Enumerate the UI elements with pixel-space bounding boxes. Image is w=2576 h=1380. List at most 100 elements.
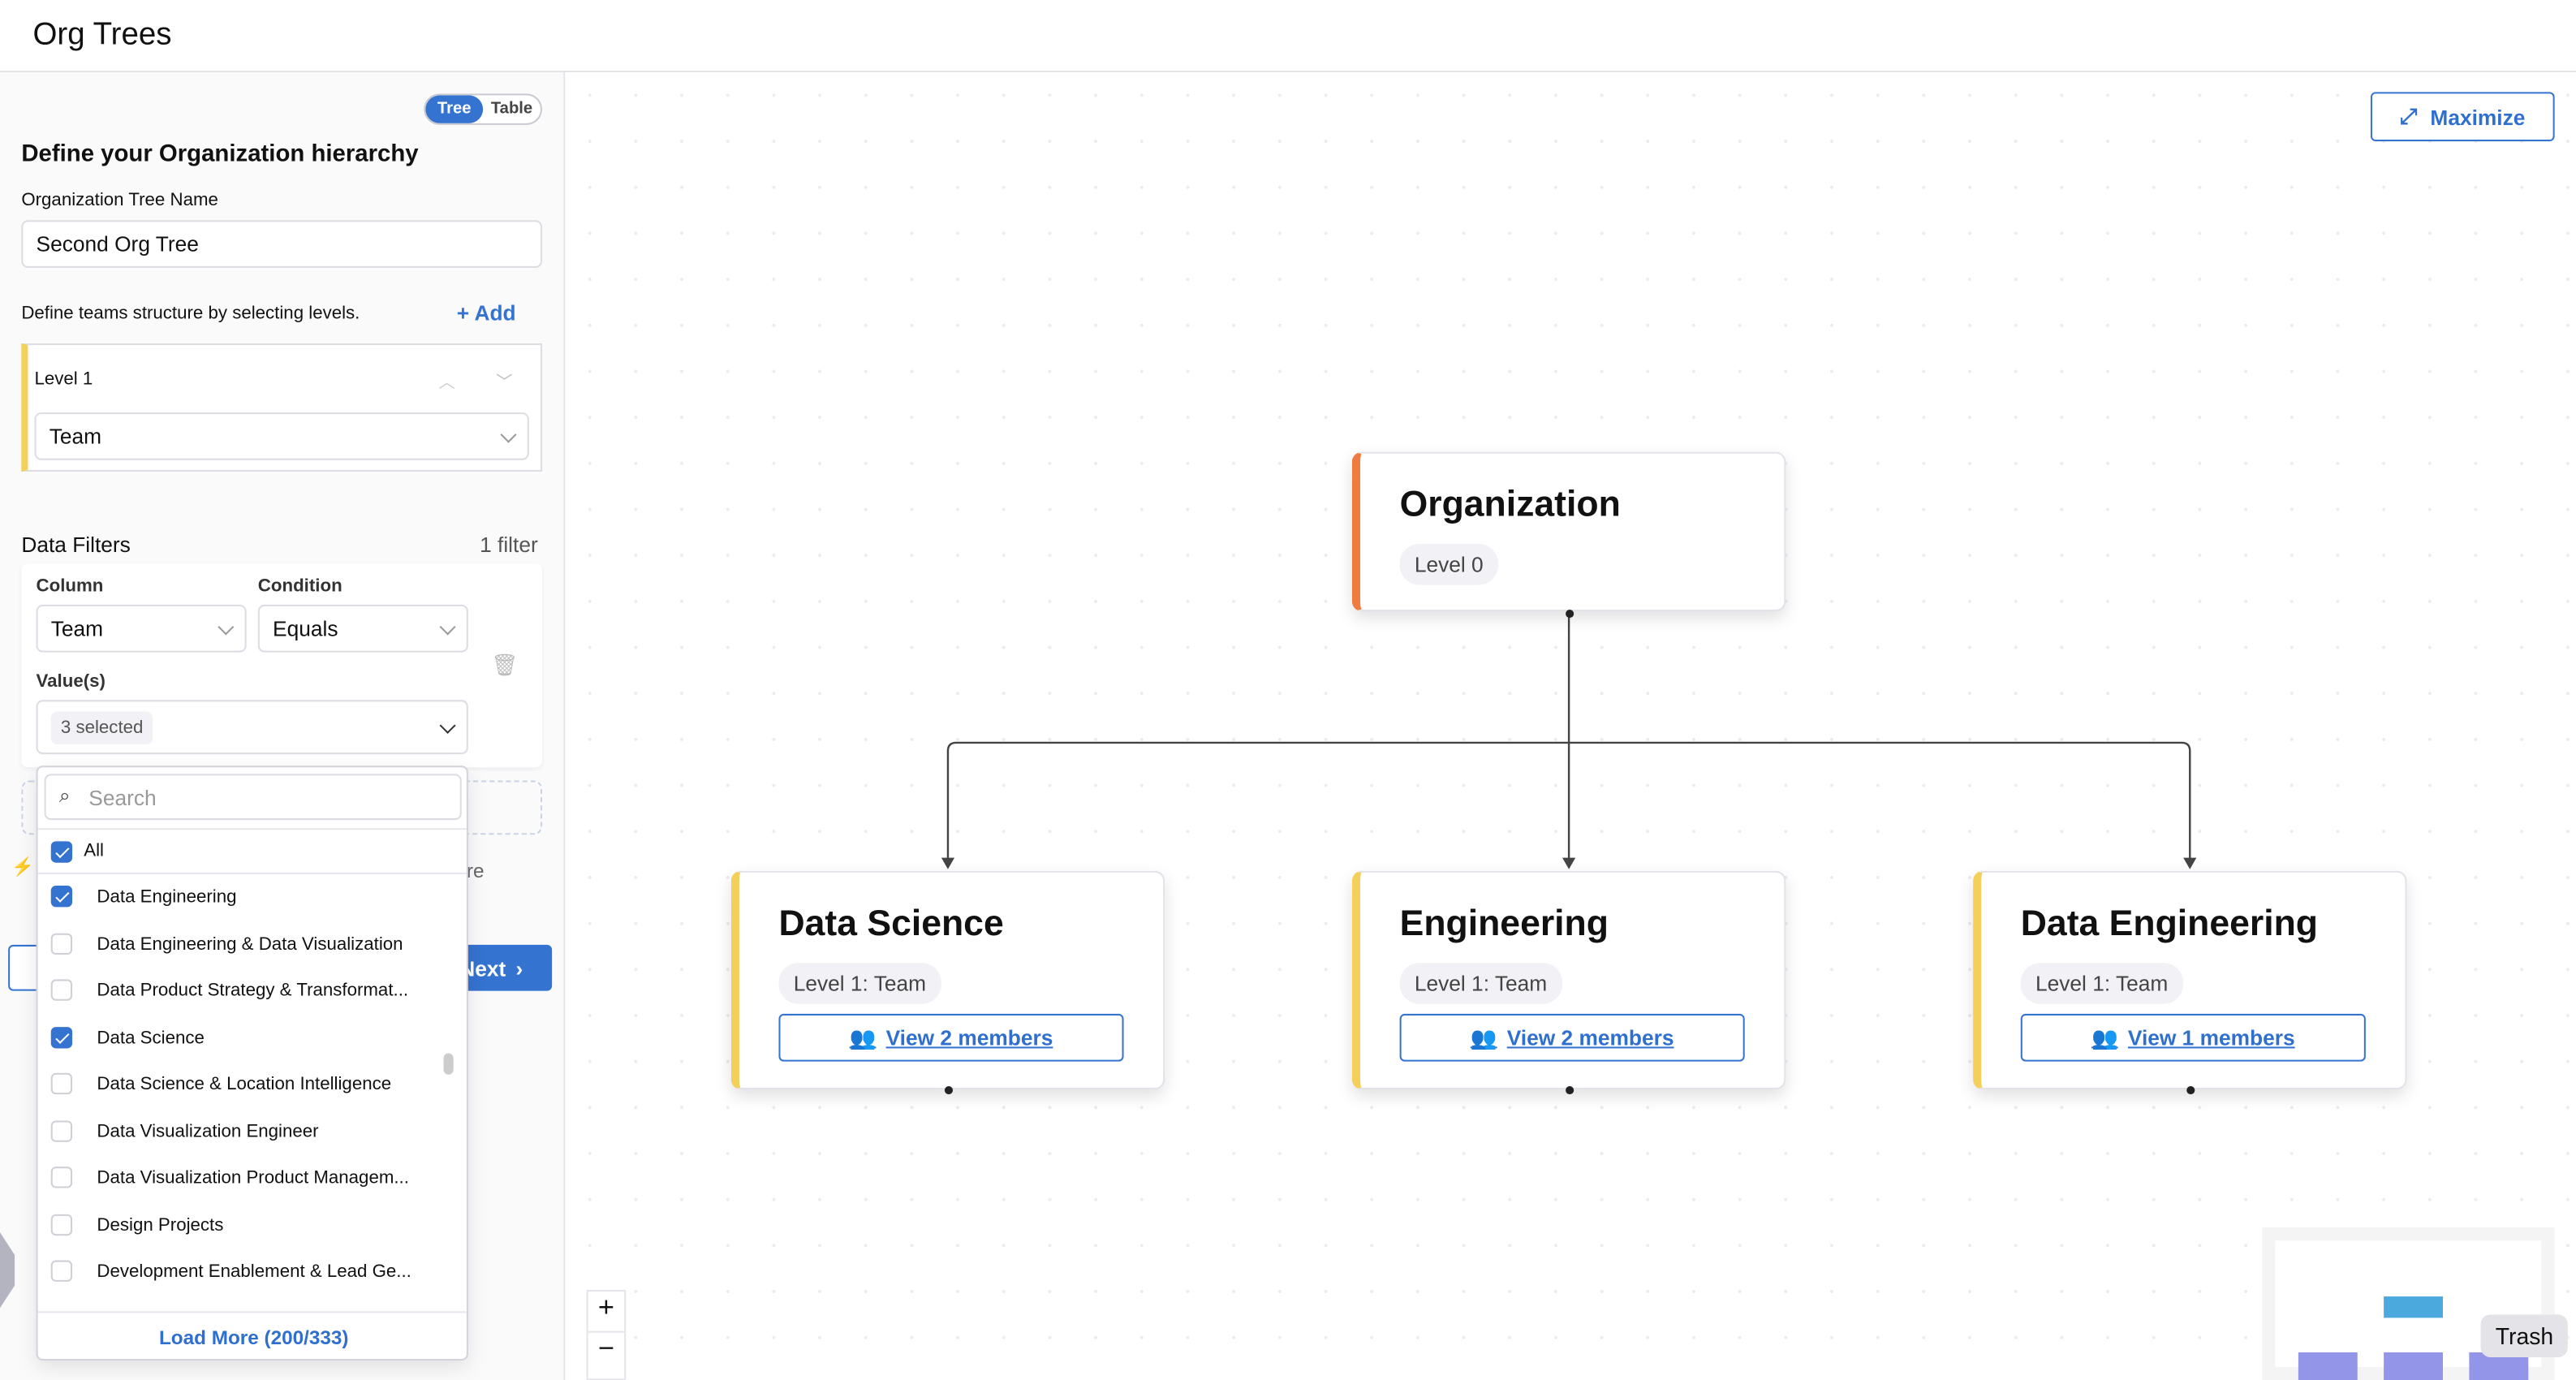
- org-tree-canvas[interactable]: ⤢ Maximize Organization Level 0 Data Scie…: [566, 72, 2576, 1380]
- tree-name-input[interactable]: Second Org Tree: [21, 220, 542, 268]
- option-checkbox[interactable]: [50, 1026, 73, 1048]
- node-handle: [944, 1085, 954, 1095]
- chevron-down-icon: [500, 425, 517, 442]
- option-checkbox[interactable]: [50, 1260, 73, 1282]
- maximize-label: Maximize: [2430, 104, 2526, 129]
- tab-tree[interactable]: Tree: [425, 95, 484, 123]
- levels-hint: Define teams structure by selecting leve…: [21, 304, 360, 324]
- view-toggle[interactable]: Tree Table: [424, 93, 542, 125]
- column-value: Team: [50, 616, 104, 641]
- indeterminate-checkbox[interactable]: [50, 841, 73, 863]
- tree-name-value: Second Org Tree: [36, 231, 199, 257]
- node-title: Data Science: [778, 902, 1004, 943]
- members-label: View 2 members: [885, 1025, 1053, 1050]
- arrowhead: [1562, 857, 1576, 869]
- members-icon: 👥: [2091, 1024, 2118, 1050]
- maximize-button[interactable]: ⤢ Maximize: [2370, 92, 2555, 142]
- option-item[interactable]: Design Projects: [38, 1202, 444, 1248]
- select-all-option[interactable]: All: [37, 828, 467, 874]
- minimap-root: [2384, 1296, 2443, 1318]
- option-label: Data Science: [97, 1028, 205, 1048]
- tab-table[interactable]: Table: [490, 100, 533, 119]
- move-down-icon[interactable]: ﹀: [496, 374, 513, 393]
- filters-count: 1 filter: [480, 532, 538, 558]
- zoom-in-button[interactable]: +: [597, 1292, 614, 1323]
- option-item[interactable]: Development Enablement & Lead Ge...: [38, 1248, 444, 1295]
- level-badge: Level 0: [1399, 544, 1498, 585]
- option-checkbox[interactable]: [50, 1167, 73, 1188]
- option-checkbox[interactable]: [50, 979, 73, 1001]
- view-members-button[interactable]: 👥 View 1 members: [2020, 1013, 2366, 1062]
- option-item[interactable]: Data Engineering: [38, 874, 444, 921]
- filter-card: Column Condition Team Equals 🗑 Value(s) …: [21, 563, 542, 768]
- option-checkbox[interactable]: [50, 1072, 73, 1095]
- option-checkbox[interactable]: [50, 1213, 73, 1236]
- option-item[interactable]: Data Engineering & Data Visualization: [38, 921, 444, 968]
- search-placeholder: Search: [88, 784, 157, 809]
- collapse-handle[interactable]: [0, 1232, 15, 1309]
- members-label: View 1 members: [2127, 1025, 2295, 1050]
- option-label: Data Engineering & Data Visualization: [97, 934, 403, 955]
- view-members-button[interactable]: 👥 View 2 members: [1399, 1013, 1745, 1062]
- option-label: Design Projects: [97, 1214, 224, 1236]
- search-icon: ⌕: [58, 783, 71, 807]
- add-label: Add: [474, 300, 516, 326]
- level-value: Team: [49, 424, 102, 449]
- condition-select[interactable]: Equals: [257, 604, 468, 653]
- node-handle: [1566, 609, 1574, 619]
- values-label: Value(s): [36, 671, 106, 692]
- view-members-button[interactable]: 👥 View 2 members: [778, 1013, 1124, 1062]
- members-label: View 2 members: [1506, 1025, 1674, 1050]
- level-card: Level 1 ︿ ﹀ Team: [21, 343, 542, 472]
- search-input[interactable]: ⌕ Search: [44, 774, 462, 821]
- chevron-down-icon: [439, 618, 456, 635]
- option-label: Data Science & Location Intelligence: [97, 1074, 392, 1095]
- level-badge: Level 1: Team: [778, 963, 941, 1004]
- members-icon: 👥: [1470, 1024, 1497, 1050]
- option-checkbox[interactable]: [50, 1119, 73, 1141]
- option-item[interactable]: Data Science & Location Intelligence: [38, 1062, 444, 1108]
- zoom-out-button[interactable]: −: [588, 1330, 625, 1371]
- trash-tooltip: Trash: [2480, 1314, 2569, 1357]
- move-up-icon[interactable]: ︿: [438, 374, 455, 393]
- option-item[interactable]: Data Product Strategy & Transformat...: [38, 968, 444, 1014]
- option-checkbox[interactable]: [50, 886, 73, 908]
- level-badge: Level 1: Team: [2020, 963, 2183, 1004]
- scrollbar[interactable]: [443, 1053, 454, 1075]
- chevron-right-icon: ›: [515, 955, 523, 981]
- condition-value: Equals: [273, 616, 338, 641]
- option-checkbox[interactable]: [50, 932, 73, 955]
- tree-name-label: Organization Tree Name: [21, 190, 218, 211]
- node-handle: [2186, 1085, 2195, 1095]
- values-select[interactable]: 3 selected: [36, 700, 468, 755]
- condition-label: Condition: [257, 576, 342, 597]
- level-label: Level 1: [34, 369, 93, 390]
- trash-icon[interactable]: 🗑: [491, 652, 519, 677]
- hint-text: re: [466, 859, 485, 882]
- selected-chip: 3 selected: [50, 710, 153, 744]
- column-select[interactable]: Team: [36, 604, 247, 653]
- add-level-button[interactable]: + Add: [457, 300, 516, 325]
- column-label: Column: [36, 576, 104, 597]
- level-badge: Level 1: Team: [1399, 963, 1562, 1004]
- option-label: Data Product Strategy & Transformat...: [97, 981, 409, 1001]
- arrowhead: [2183, 857, 2197, 869]
- node-organization[interactable]: Organization Level 0: [1351, 451, 1786, 612]
- minimap[interactable]: [2262, 1227, 2555, 1380]
- option-item[interactable]: Data Visualization Product Managem...: [38, 1155, 444, 1201]
- option-item[interactable]: Data Visualization Engineer: [38, 1108, 444, 1154]
- expand-icon: ⤢: [2400, 103, 2418, 128]
- filters-title: Data Filters: [21, 532, 131, 558]
- lightning-icon: ⚡: [11, 857, 34, 878]
- level-select[interactable]: Team: [34, 412, 529, 460]
- option-item[interactable]: Data Science: [38, 1015, 444, 1061]
- node-title: Organization: [1399, 483, 1621, 524]
- members-icon: 👥: [849, 1024, 877, 1050]
- load-more-button[interactable]: Load More (200/333): [37, 1311, 467, 1359]
- option-label: Development Enablement & Lead Ge...: [97, 1261, 411, 1282]
